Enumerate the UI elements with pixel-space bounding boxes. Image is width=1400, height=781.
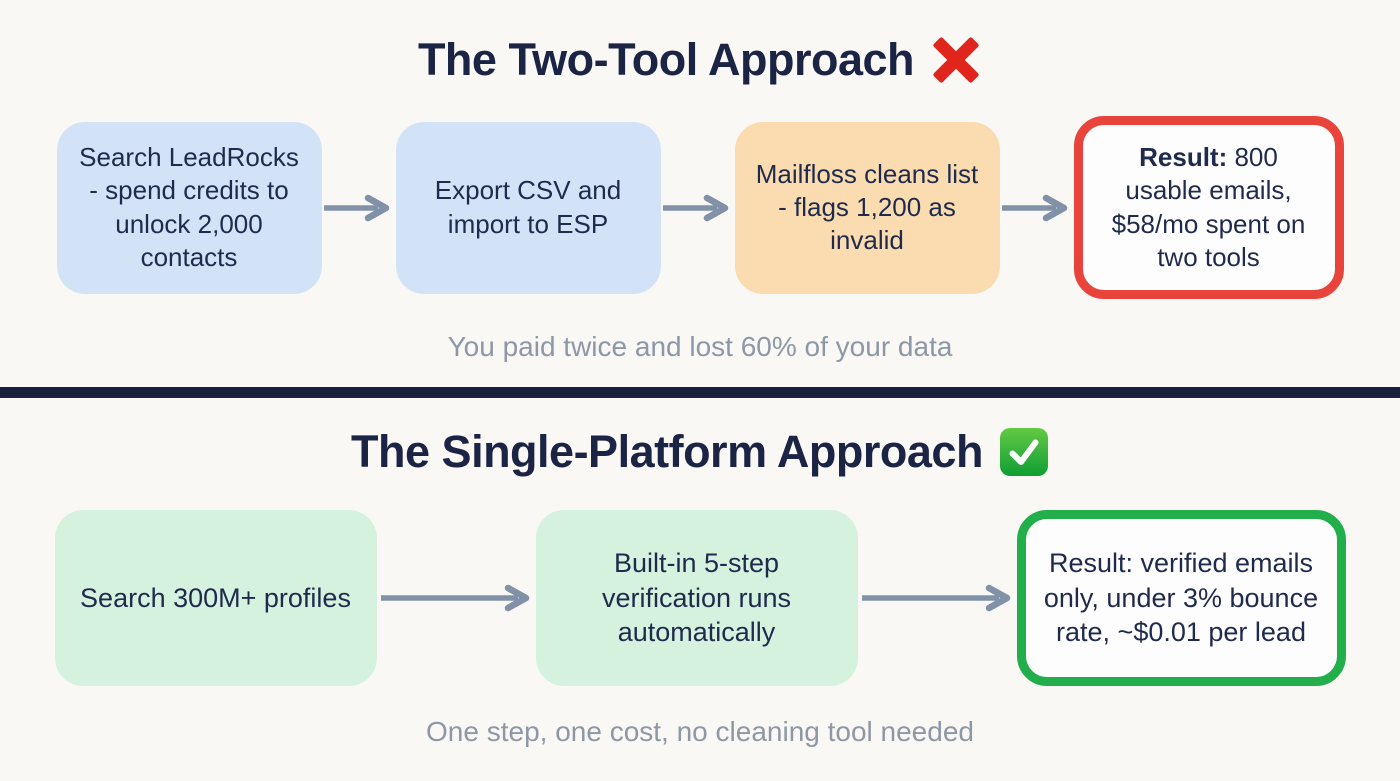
- result-label: Result:: [1139, 142, 1228, 172]
- arrow-right-icon: [1001, 194, 1067, 221]
- result-text: Result: 800 usable emails, $58/mo spent …: [1101, 141, 1317, 274]
- two-tool-flow: Search LeadRocks - spend credits to unlo…: [0, 116, 1400, 300]
- single-platform-flow: Search 300M+ profiles Built-in 5-step ve…: [0, 510, 1400, 687]
- result-box-two-tool: Result: 800 usable emails, $58/mo spent …: [1073, 116, 1344, 300]
- arrow-right-icon: [323, 194, 389, 221]
- arrow-right-icon: [380, 584, 529, 612]
- single-platform-section: The Single-Platform Approach Search 300M…: [0, 398, 1400, 748]
- single-platform-title-text: The Single-Platform Approach: [351, 426, 983, 478]
- step-text: Mailfloss cleans list - flags 1,200 as i…: [755, 158, 979, 256]
- step-text: Export CSV and import to ESP: [434, 175, 622, 239]
- step-text: Built-in 5-step verification runs automa…: [601, 548, 792, 648]
- step-text: Search LeadRocks - spend credits to unlo…: [79, 142, 299, 272]
- single-platform-caption: One step, one cost, no cleaning tool nee…: [426, 716, 974, 748]
- section-divider: [0, 387, 1400, 399]
- two-tool-section: The Two-Tool Approach Search LeadRocks -…: [0, 0, 1400, 363]
- step-box-mailfloss-cleans: Mailfloss cleans list - flags 1,200 as i…: [734, 121, 1000, 294]
- arrow-right-icon: [861, 584, 1010, 612]
- result-detail: 800 usable emails, $58/mo spent on two t…: [1111, 142, 1306, 272]
- single-platform-title: The Single-Platform Approach: [0, 426, 1400, 478]
- check-mark-icon: [999, 427, 1049, 477]
- arrow-right-icon: [662, 194, 728, 221]
- two-tool-title: The Two-Tool Approach: [0, 34, 1400, 86]
- step-text: Search 300M+ profiles: [80, 582, 351, 613]
- two-tool-caption: You paid twice and lost 60% of your data: [447, 331, 953, 363]
- step-box-search-profiles: Search 300M+ profiles: [54, 510, 377, 687]
- result-text: Result: verified emails only, under 3% b…: [1043, 548, 1319, 648]
- two-tool-title-text: The Two-Tool Approach: [417, 34, 915, 85]
- step-box-export-csv: Export CSV and import to ESP: [395, 121, 661, 294]
- result-box-single-platform: Result: verified emails only, under 3% b…: [1016, 510, 1346, 687]
- step-box-search-leadrocks: Search LeadRocks - spend credits to unlo…: [56, 121, 322, 294]
- cross-mark-icon: [930, 34, 982, 86]
- step-box-builtin-verification: Built-in 5-step verification runs automa…: [535, 510, 858, 687]
